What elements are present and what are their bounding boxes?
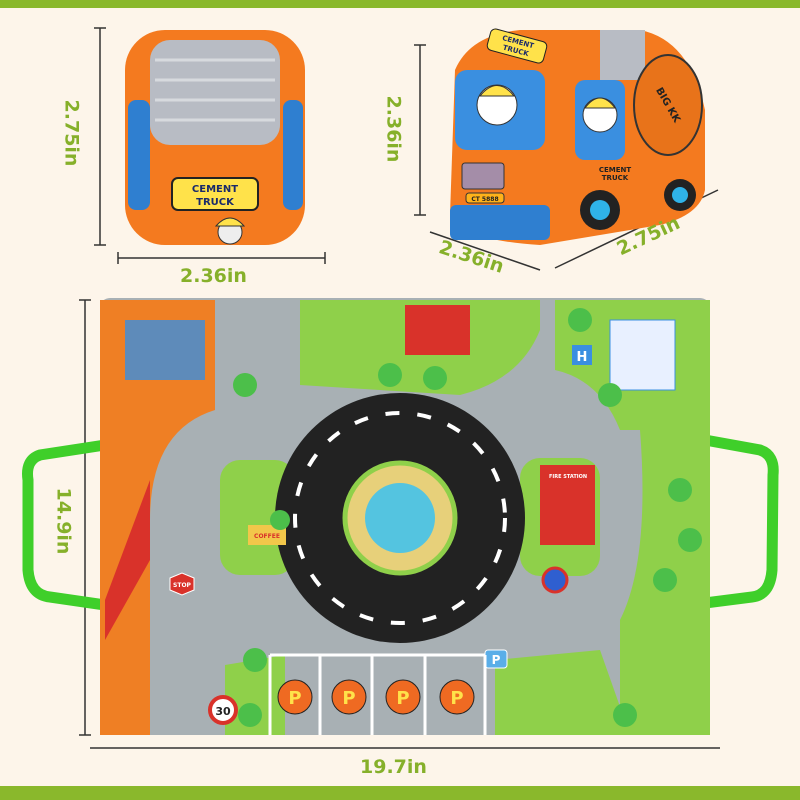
truck-side-view: BIG KK CEMENT TRUCK CEMENT TRUCK CT 5888	[450, 28, 705, 245]
bottom-border	[0, 786, 800, 800]
mat-width-label: 19.7in	[360, 756, 427, 778]
svg-text:P: P	[450, 688, 463, 709]
front-height-label: 2.75in	[60, 99, 83, 167]
svg-text:P: P	[492, 653, 501, 667]
svg-text:CEMENT: CEMENT	[192, 184, 238, 195]
svg-text:H: H	[577, 350, 588, 365]
svg-text:CT 5888: CT 5888	[471, 196, 498, 203]
svg-text:30: 30	[215, 705, 231, 718]
svg-text:P: P	[288, 688, 301, 709]
svg-text:FIRE STATION: FIRE STATION	[549, 474, 587, 480]
svg-text:CEMENT: CEMENT	[599, 166, 632, 174]
side-height-label: 2.36in	[382, 95, 405, 163]
svg-text:P: P	[396, 688, 409, 709]
mat-handle-right	[704, 434, 779, 609]
svg-text:TRUCK: TRUCK	[602, 174, 629, 182]
svg-text:P: P	[342, 688, 355, 709]
play-mat: H FIRE STATION COFFEE STOP 30 P P P P P	[100, 298, 710, 735]
mat-handle-left	[22, 439, 106, 611]
front-width-label: 2.36in	[180, 265, 247, 287]
svg-text:TRUCK: TRUCK	[196, 197, 235, 208]
top-border	[0, 0, 800, 8]
truck-front-view: CEMENT TRUCK	[125, 30, 305, 245]
svg-text:STOP: STOP	[173, 582, 192, 589]
parking-spots: P P P P	[277, 679, 475, 715]
mat-height-label: 14.9in	[52, 487, 75, 555]
svg-text:COFFEE: COFFEE	[254, 533, 280, 540]
